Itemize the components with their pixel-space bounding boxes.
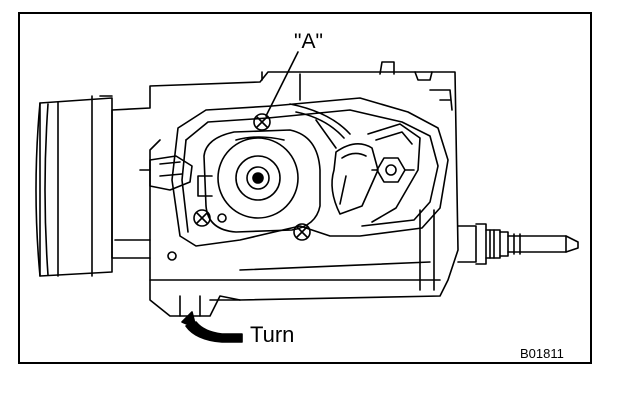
screw-lower-left xyxy=(193,209,211,227)
throttle-lever xyxy=(289,103,421,223)
throttle-housing xyxy=(111,61,459,317)
coolant-pipe xyxy=(457,223,579,265)
callout-label-a: "A" xyxy=(294,30,323,53)
turn-arrow xyxy=(181,311,243,343)
screw-a xyxy=(253,113,271,131)
figure-code: B01811 xyxy=(520,346,564,361)
throttle-position-sensor xyxy=(197,129,321,233)
screw-lower-mid xyxy=(293,223,311,241)
turn-label: Turn xyxy=(250,322,294,347)
cover-plate xyxy=(171,97,449,247)
intake-tube xyxy=(35,95,113,277)
figure-frame xyxy=(18,12,592,364)
sensor-connector xyxy=(139,155,193,191)
small-pin xyxy=(167,213,227,261)
shaft-nut xyxy=(371,157,415,183)
callout-leader-line xyxy=(265,51,299,117)
